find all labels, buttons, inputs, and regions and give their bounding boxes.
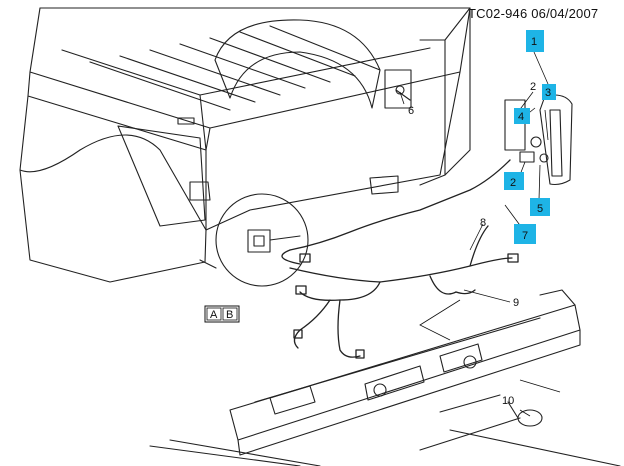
callout-6: 6 <box>408 105 414 117</box>
view-key: A B <box>204 305 240 323</box>
drawing-code-label: TC02-946 06/04/2007 <box>468 6 598 21</box>
callout-2-lower: 2 <box>510 177 516 189</box>
truck-bed <box>19 7 471 283</box>
callout-7: 7 <box>522 230 528 242</box>
callout-3: 3 <box>545 87 551 99</box>
rear-bumper <box>229 289 581 456</box>
callout-box-7 <box>514 224 536 244</box>
callout-numbers: 1 2 3 4 2 5 6 7 8 9 10 <box>408 36 551 407</box>
detail-view-circle <box>199 193 309 287</box>
callout-box-2b <box>504 172 524 190</box>
callout-9: 9 <box>513 297 519 309</box>
wiring-harness <box>281 159 519 359</box>
view-key-b: B <box>226 309 233 321</box>
callout-box-5 <box>530 198 550 216</box>
callout-box-3 <box>542 84 556 100</box>
bolt-part-6 <box>395 85 411 101</box>
callout-10: 10 <box>502 395 514 407</box>
tail-lamp-assembly <box>504 94 573 186</box>
frame-fragments <box>149 429 621 466</box>
callout-boxes <box>504 30 556 244</box>
grommet-part-10 <box>507 401 543 427</box>
callout-box-4 <box>514 108 530 124</box>
callout-4: 4 <box>518 111 524 123</box>
callout-2-upper: 2 <box>530 81 536 93</box>
callout-1: 1 <box>531 36 537 48</box>
drawing-code: TC02-946 <box>468 6 528 21</box>
drawing-date: 06/04/2007 <box>531 6 599 21</box>
callout-box-1 <box>526 30 544 52</box>
callout-8: 8 <box>480 217 486 229</box>
view-key-a: A <box>210 309 218 321</box>
callout-5: 5 <box>537 203 543 215</box>
